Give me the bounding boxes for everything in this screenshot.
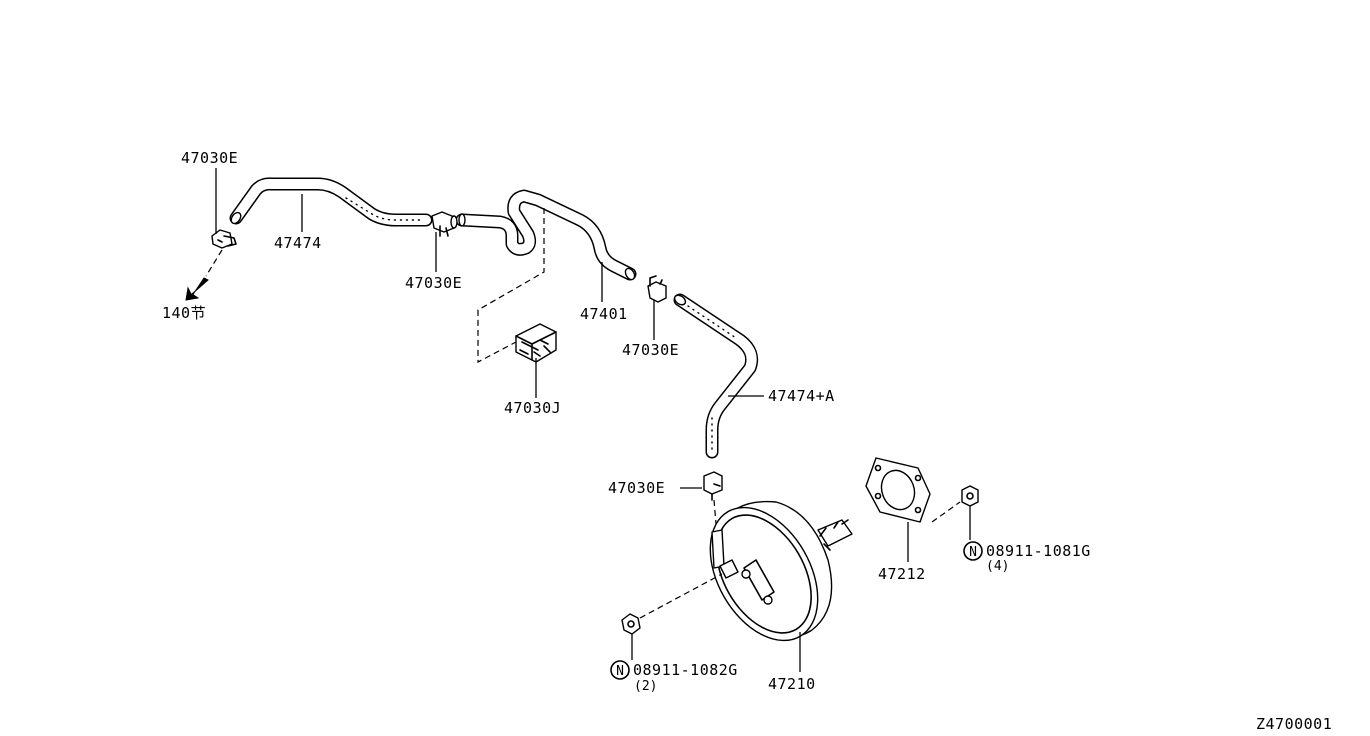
clip-47030e-mid — [431, 211, 458, 237]
hose-47474-a — [673, 293, 759, 459]
label-gasket: 47212 — [878, 565, 926, 583]
nut-right-icon — [961, 485, 979, 507]
label-clip-mid: 47030E — [405, 274, 462, 292]
nut-left-callout: N 08911-1082G (2) — [610, 660, 738, 694]
nut-left-icon — [621, 613, 641, 635]
nut-symbol-icon — [610, 660, 630, 680]
label-section-ref: 140节 — [162, 304, 206, 322]
label-clip-right: 47030E — [622, 341, 679, 359]
label-hose-lower: 47474+A — [768, 387, 835, 405]
diagram-code: Z4700001 — [1256, 715, 1332, 733]
label-booster: 47210 — [768, 675, 816, 693]
clip-47030e-booster — [703, 471, 723, 525]
bracket-guide-dashes — [477, 208, 545, 363]
leader-lines — [215, 168, 971, 672]
label-clip-booster: 47030E — [608, 479, 665, 497]
label-clip-top-left: 47030E — [181, 149, 238, 167]
label-nut-right-qty: (4) — [986, 559, 1009, 574]
gasket-47212 — [865, 457, 931, 523]
label-bracket: 47030J — [504, 399, 561, 417]
nut-right-callout: N 08911-1081G (4) — [963, 541, 1091, 574]
hose-47401 — [455, 189, 637, 281]
label-nut-left: 08911-1082G — [633, 661, 738, 679]
label-hose-upper: 47474 — [274, 234, 322, 252]
hose-47474 — [229, 177, 433, 227]
label-hose-mid: 47401 — [580, 305, 628, 323]
nut-symbol-right: N — [969, 545, 977, 560]
brake-booster-47210 — [709, 500, 853, 642]
nut-symbol-icon — [963, 541, 983, 561]
clip-47030e-top-left — [211, 229, 237, 249]
label-nut-right: 08911-1081G — [986, 542, 1091, 560]
clip-47030e-right — [647, 275, 667, 303]
nut-left-guide — [639, 573, 723, 619]
arrow-section-ref-icon — [185, 249, 223, 301]
nut-symbol-left: N — [616, 664, 624, 679]
bracket-47030j — [515, 323, 557, 363]
nut-right-guide — [931, 501, 961, 523]
label-nut-left-qty: (2) — [634, 679, 657, 694]
